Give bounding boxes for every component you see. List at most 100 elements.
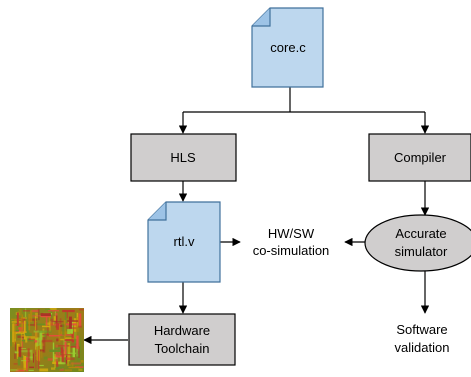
chip-streak: [71, 337, 75, 340]
chip-streak: [67, 360, 70, 366]
chip-streak: [78, 346, 80, 358]
core-c-label: core.c: [270, 40, 306, 55]
chip-streak: [77, 325, 82, 328]
chip-streak: [10, 369, 19, 371]
chip-streak: [14, 324, 19, 326]
toolchain-rect: [128, 313, 236, 366]
connectors: [83, 87, 430, 345]
chip-streak: [18, 346, 22, 358]
simulator-ellipse: [364, 214, 471, 272]
chip-streak: [18, 350, 32, 353]
chip-streak: [48, 312, 51, 329]
chip-streak: [20, 316, 24, 334]
chip-streak: [20, 333, 22, 347]
chip-streak: [51, 321, 64, 323]
chip-streak: [11, 321, 21, 323]
chip-streak: [58, 362, 65, 365]
rtl-v-file: rtl.v: [147, 201, 221, 283]
chip-streak: [79, 308, 84, 311]
chip-streak: [21, 335, 26, 337]
chip-streak: [29, 366, 34, 368]
chip-streak: [71, 362, 74, 367]
chip-streak: [14, 319, 20, 322]
chip-streak: [28, 313, 31, 331]
chip-streak: [66, 311, 68, 319]
hls-box: HLS: [130, 133, 237, 182]
chip-streak: [38, 330, 52, 333]
chip-streak: [55, 344, 58, 365]
chip-streak: [45, 308, 51, 310]
chip-streak: [56, 361, 59, 369]
chip-streak: [61, 349, 64, 362]
chip-streak: [62, 324, 65, 336]
compiler-label: Compiler: [394, 150, 447, 165]
chip-streak: [58, 350, 60, 355]
chip-streak: [32, 315, 43, 317]
chip-streak: [49, 308, 57, 310]
chip-streak: [74, 331, 77, 345]
chip-streak: [30, 310, 33, 323]
chip-layout-image: [10, 308, 84, 372]
file-fold-corner: [252, 8, 271, 27]
software-validation-label: Software validation: [395, 322, 450, 355]
chip-streak: [58, 324, 61, 343]
chip-streak: [39, 364, 44, 367]
chip-streak: [26, 356, 28, 372]
hls-rect: [130, 133, 237, 182]
chip-streak: [67, 343, 71, 362]
chip-streak: [71, 331, 75, 343]
chip-streak: [18, 308, 22, 316]
chip-streak: [58, 345, 70, 347]
chip-streak: [11, 318, 22, 320]
chip-streak: [35, 351, 37, 369]
chip-streak: [33, 353, 34, 363]
chip-streak: [56, 366, 62, 369]
chip-streak: [14, 341, 16, 351]
chip-streak: [40, 313, 51, 316]
accurate-simulator-node: Accurate simulator: [364, 214, 471, 272]
hardware-toolchain-box: Hardware Toolchain: [128, 313, 236, 366]
chip-streak: [34, 315, 37, 331]
compiler-rect: [368, 133, 471, 182]
chip-streak: [18, 321, 30, 325]
chip-streak: [49, 349, 61, 352]
chip-streak: [34, 323, 46, 326]
chip-streak: [49, 323, 61, 326]
chip-streak: [60, 354, 71, 356]
chip-streak: [21, 317, 27, 319]
chip-streak: [23, 356, 26, 371]
chip-streak: [28, 369, 34, 371]
chip-streak: [54, 354, 56, 369]
chip-streak: [21, 340, 34, 342]
toolchain-line-2: Toolchain: [155, 341, 210, 356]
chip-streak: [41, 341, 43, 358]
chip-streak: [67, 328, 70, 334]
chip-streak: [42, 337, 46, 353]
chip-streak: [21, 360, 29, 362]
chip-streak: [36, 337, 40, 346]
chip-streak: [64, 339, 73, 341]
chip-streak: [59, 338, 66, 341]
chip-streak: [18, 348, 27, 350]
chip-streak: [17, 356, 21, 366]
chip-streak: [67, 364, 71, 367]
chip-streak: [27, 336, 35, 339]
chip-streak: [64, 369, 72, 372]
chip-streak: [30, 349, 33, 361]
chip-streak: [64, 341, 67, 355]
chip-streak: [33, 318, 36, 327]
chip-streak: [12, 332, 25, 335]
chip-streak: [19, 327, 22, 332]
chip-streak: [26, 321, 29, 341]
chip-streak: [70, 362, 82, 365]
chip-streak: [21, 335, 23, 351]
chip-streak: [67, 320, 79, 322]
chip-streak: [17, 333, 22, 336]
chip-streak: [27, 324, 36, 326]
rtl-v-label: rtl.v: [174, 234, 195, 249]
chip-streak: [78, 368, 83, 371]
chip-streak: [68, 366, 80, 369]
chip-streak: [25, 336, 28, 343]
cosim-line-1: HW/SW: [268, 226, 315, 241]
chip-streak: [62, 351, 66, 357]
